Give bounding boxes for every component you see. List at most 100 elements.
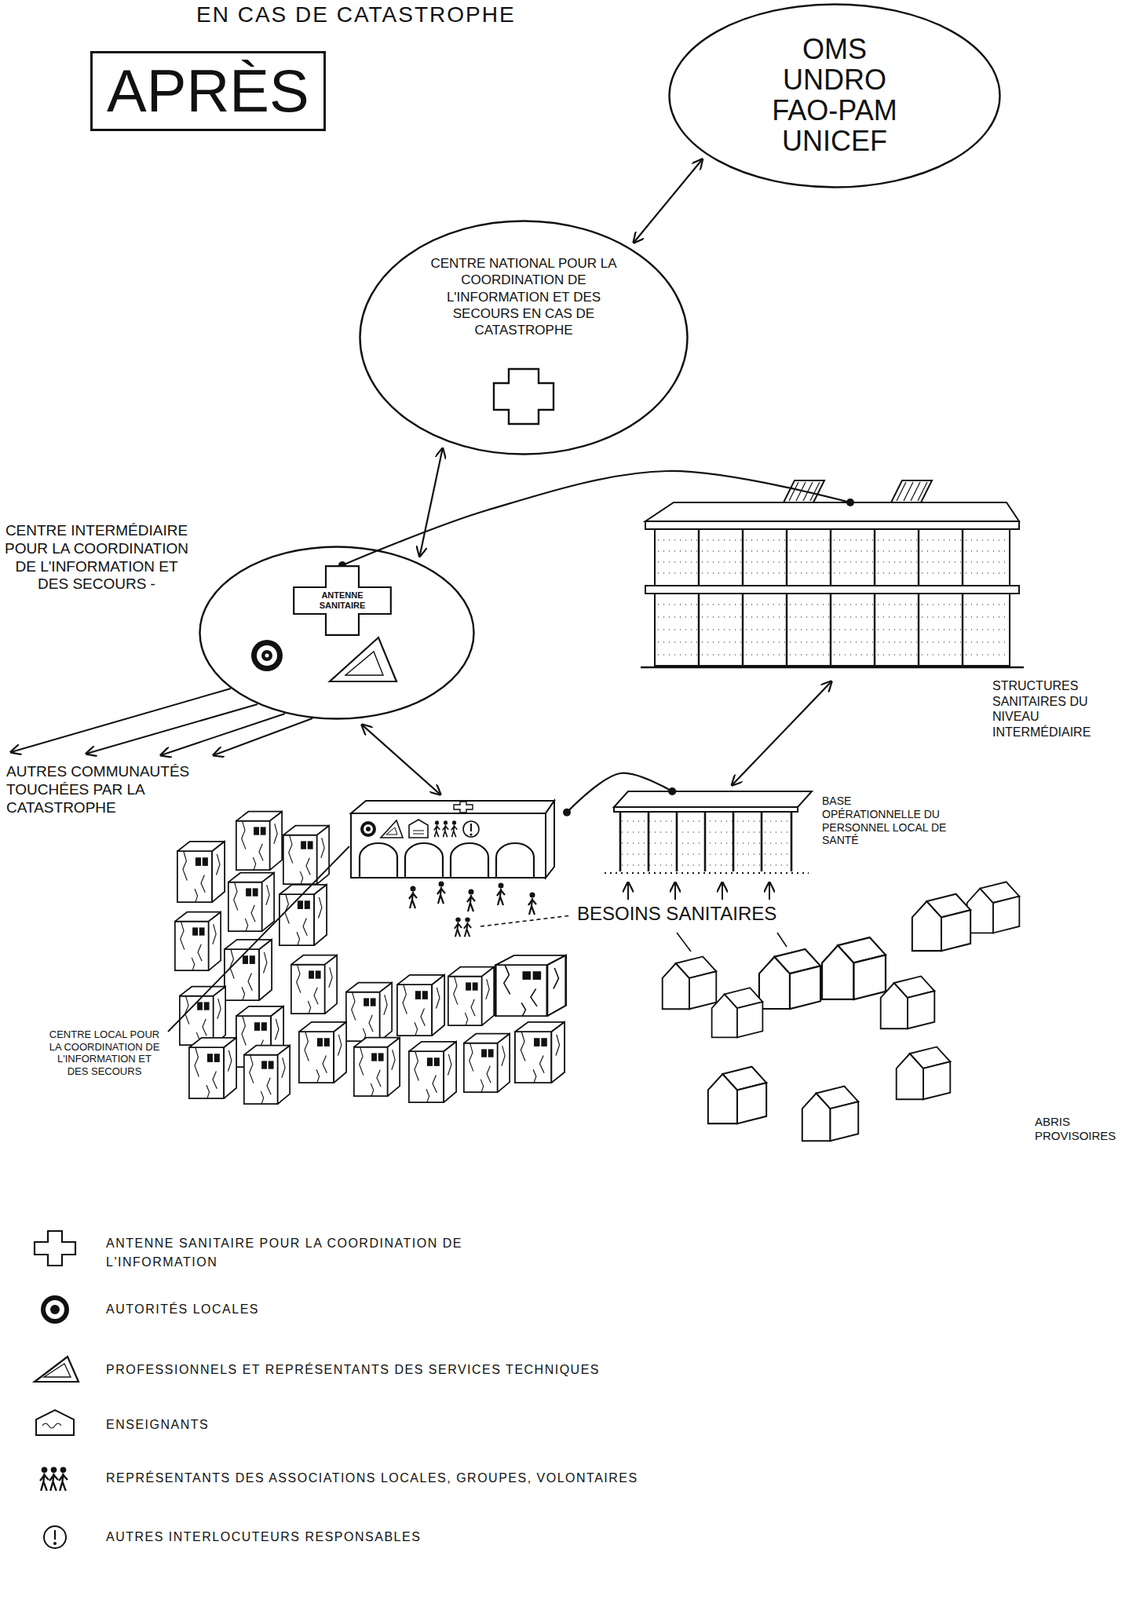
drawing-part [698,529,963,586]
drawing-part [896,1046,951,1100]
drawing-part [34,1231,76,1266]
drawing-part [409,819,428,838]
text-box: CENTRE LOCAL POUR LA COORDINATION DE L'I… [45,1028,164,1078]
drawing-part [359,843,534,878]
drawing-part [34,1356,79,1382]
drawing-part [236,811,282,870]
authority-symbol [251,639,283,672]
legend-text: REPRÉSENTANTS DES ASSOCIATIONS LOCALES, … [105,1468,639,1488]
drawing-part [244,1045,290,1104]
drawing-part [620,811,792,872]
text-box: ANTENNE SANITAIRE [298,590,387,611]
legend-entry: AUTRES INTERLOCUTEURS RESPONSABLES [105,1527,421,1547]
agency-ellipse: OMS UNDRO FAO-PAM UNICEF [668,3,1002,189]
drawing-part [50,1304,60,1315]
drawing-part [604,872,809,874]
drawing-part [43,1363,71,1378]
needs-arrows [628,882,770,900]
connector-dot [846,498,855,507]
drawing-part [291,955,337,1014]
drawing-part [464,917,472,937]
legend-entry: AUTORITÉS LOCALES [105,1300,260,1319]
drawing-part [496,883,505,907]
drawing-part [464,1034,510,1093]
drawing-part [36,1410,74,1436]
needs-label: BESOINS SANITAIRES [577,902,777,926]
national-centre-ellipse: CENTRE NATIONAL POUR LA COORDINATION DE … [358,219,689,456]
drawing-part [654,593,1010,666]
ellipse-outline [200,547,475,720]
drawing-part [40,1295,70,1324]
drawing-part [299,1022,347,1083]
node-text: BASE OPÉRATIONNELLE DU PERSONNEL LOCAL D… [822,794,952,848]
drawing-part [640,666,1024,669]
drawing-part [177,841,225,903]
drawing-part [896,482,928,501]
drawing-part [409,1041,457,1103]
drawing-part [822,937,886,1000]
connector [566,773,673,813]
drawing-part [712,987,764,1038]
drawing-part [224,939,272,1001]
connectors [342,159,851,813]
drawing-part [329,637,397,682]
drawing-part [453,801,473,813]
node-text: APRÈS [106,61,310,121]
health-base-drawing [604,791,812,874]
people [409,881,537,938]
drawing-part [86,704,258,754]
drawing-part [645,585,1020,594]
connector [361,724,441,795]
title-box: EN CAS DE CATASTROPHE [196,1,516,29]
drawing-part [880,975,936,1029]
drawing-part [515,1022,565,1083]
needs-line [777,932,787,947]
drawing-part [802,1086,859,1142]
phase-box: APRÈS [90,51,326,132]
drawing-part [354,1037,400,1097]
drawing-part [470,823,472,832]
drawing-part [645,502,1020,522]
node-text: CENTRE NATIONAL POUR LA COORDINATION DE … [417,255,630,339]
text-box: CENTRE INTERMÉDIAIRE POUR LA COORDINATIO… [2,522,191,594]
drawing-part [346,982,392,1042]
drawing-part [545,800,555,878]
drawing-part [54,1530,56,1540]
legend-symbols [34,1231,79,1549]
drawing-part [397,975,445,1036]
drawing-part [627,882,629,900]
shelter-label: ABRIS PROVISOIRES [1034,1114,1126,1144]
label-text: ABRIS PROVISOIRES [1034,1114,1126,1144]
drawing-part [160,713,285,756]
diagram-title: EN CAS DE CATASTROPHE [196,1,516,29]
text-box: BASE OPÉRATIONNELLE DU PERSONNEL LOCAL D… [822,794,952,848]
drawing-part [409,886,417,910]
cross-symbol [493,369,554,424]
drawing-part [495,955,566,1016]
drawing-part [768,882,771,900]
drawing-part [698,593,963,666]
ellipse-outline [360,221,688,455]
text-box: STRUCTURES SANITAIRES DU NIVEAU INTERMÉD… [992,678,1119,740]
hospital-building: STRUCTURES SANITAIRES DU NIVEAU INTERMÉD… [643,502,1020,676]
intermediate-centre-ellipse: CENTRE INTERMÉDIAIRE POUR LA COORDINATIO… [198,545,475,720]
drawing-part [613,791,812,808]
community-arrows [10,688,313,756]
connector-dot [668,787,676,796]
drawing-part [40,1467,49,1491]
drawing-part [53,1541,57,1546]
hospital-drawing [640,480,1024,668]
cross-outline [293,566,391,636]
drawing-part [175,912,221,971]
needs-line [676,932,691,952]
connector [342,471,851,566]
drawing-part [912,894,971,951]
drawing-part [350,800,555,814]
drawing-part [674,882,676,900]
drawing-part [891,480,932,503]
node-text: ANTENNE SANITAIRE [298,590,387,611]
drawing-part [49,1467,59,1491]
drawing-part [213,718,313,756]
drawing-part [657,540,1007,574]
